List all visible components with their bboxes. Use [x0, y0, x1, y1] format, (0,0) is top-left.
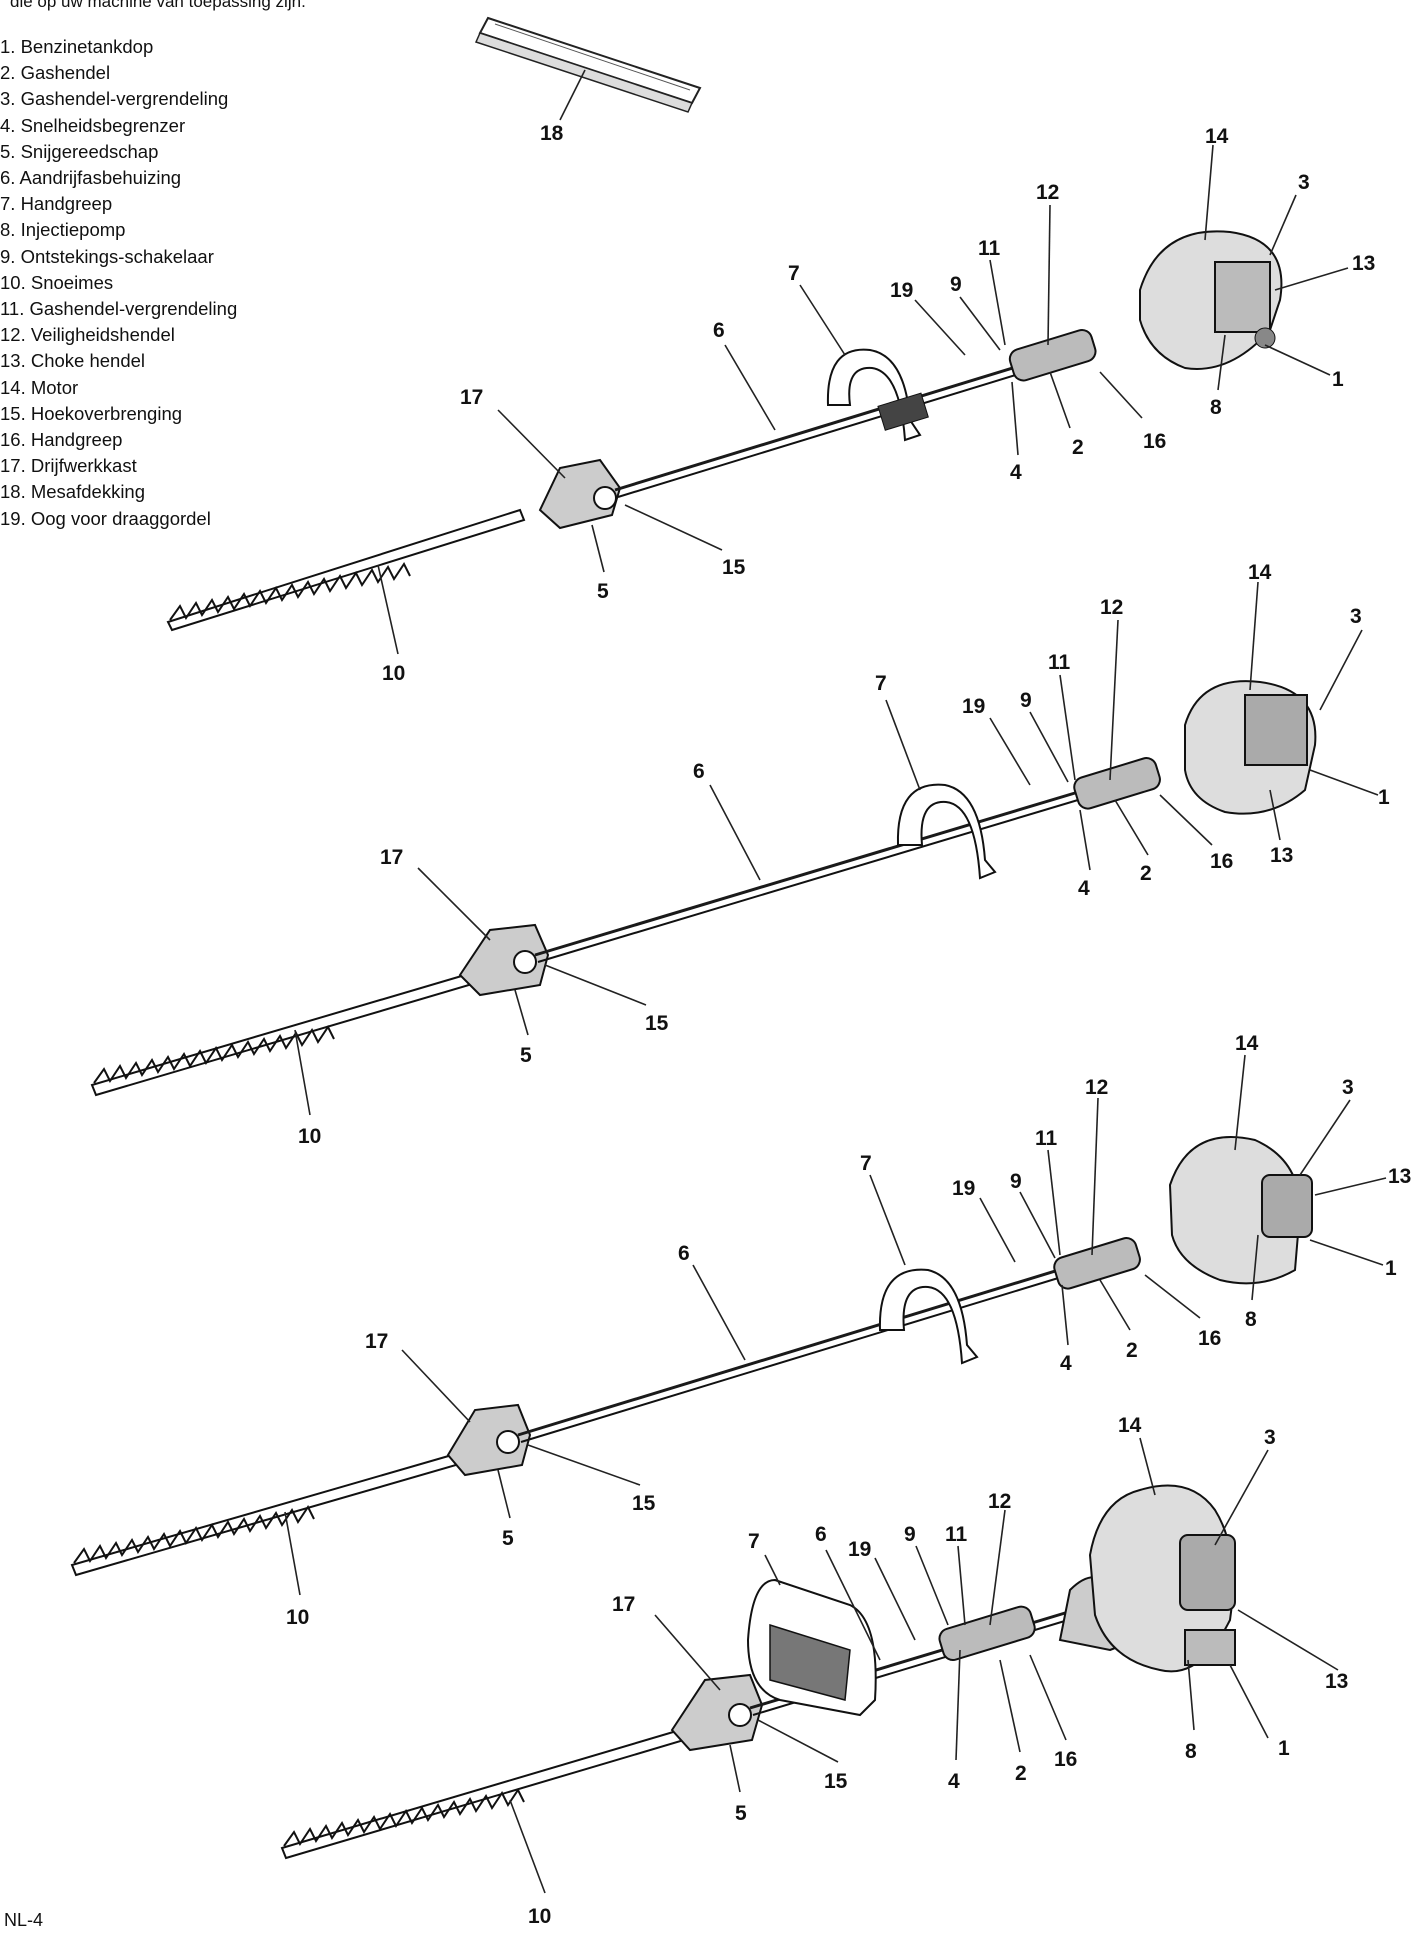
m2-callout-2: 2 — [1140, 862, 1152, 885]
m1-callout-9: 9 — [950, 273, 962, 296]
m3-callout-8: 8 — [1245, 1308, 1257, 1331]
m3-callout-7: 7 — [860, 1152, 872, 1175]
m4-callout-13: 13 — [1325, 1670, 1348, 1693]
intro-text: die op uw machine van toepassing zijn. — [10, 0, 306, 11]
m3-callout-19: 19 — [952, 1177, 975, 1200]
m1-callout-10: 10 — [382, 662, 405, 685]
m4-callout-14: 14 — [1118, 1414, 1142, 1437]
parts-list-item: 1. Benzinetankdop — [0, 36, 154, 57]
parts-list-item: 19. Oog voor draaggordel — [0, 507, 211, 529]
m2-callout-19: 19 — [962, 695, 985, 718]
m4-callout-2: 2 — [1015, 1762, 1027, 1785]
m3-callout-5: 5 — [502, 1527, 514, 1550]
m4-callout-10: 10 — [528, 1905, 551, 1928]
parts-list-item: 15. Hoekoverbrenging — [0, 402, 183, 424]
m4-callout-8: 8 — [1185, 1740, 1197, 1763]
m1-callout-8: 8 — [1210, 396, 1222, 419]
parts-list-item: 5. Snijgereedschap — [0, 140, 159, 162]
parts-list-item: 10. Snoeimes — [0, 271, 114, 293]
m2-callout-4: 4 — [1078, 877, 1090, 900]
m1-callout-16: 16 — [1143, 430, 1166, 453]
m4-callout-1: 1 — [1278, 1737, 1290, 1760]
m2-callout-11: 11 — [1048, 651, 1071, 674]
m3-callout-14: 14 — [1235, 1032, 1259, 1055]
parts-list-item: 3. Gashendel-vergrendeling — [0, 88, 229, 110]
m2-callout-14: 14 — [1248, 561, 1272, 584]
machine-4-illustration — [280, 1484, 1236, 1860]
m3-callout-12: 12 — [1085, 1076, 1108, 1099]
m1-callout-2: 2 — [1072, 436, 1084, 459]
m2-callout-15: 15 — [645, 1012, 669, 1035]
m4-callout-16: 16 — [1054, 1748, 1077, 1771]
m2-callout-3: 3 — [1350, 605, 1362, 628]
parts-list-item: 2. Gashendel — [0, 62, 111, 84]
parts-list-item: 16. Handgreep — [0, 429, 123, 451]
m3-callout-1: 1 — [1385, 1257, 1397, 1280]
parts-list-item: 9. Ontstekings-schakelaar — [0, 245, 214, 267]
parts-list-item: 13. Choke hendel — [0, 350, 146, 372]
m1-callout-3: 3 — [1298, 171, 1310, 194]
m4-callout-15: 15 — [824, 1770, 848, 1793]
m4-callout-3: 3 — [1264, 1426, 1276, 1449]
parts-list: 1. Benzinetankdop 2. Gashendel 3. Gashen… — [0, 34, 237, 532]
m4-callout-9: 9 — [904, 1523, 916, 1546]
blade-cover-illustration — [474, 16, 702, 113]
m3-callout-6: 6 — [678, 1242, 690, 1265]
m2-callout-5: 5 — [520, 1044, 532, 1067]
m1-callout-7: 7 — [788, 262, 800, 285]
m3-callout-16: 16 — [1198, 1327, 1221, 1350]
parts-list-item: 12. Veiligheidshendel — [0, 324, 175, 346]
m3-callout-11: 11 — [1035, 1127, 1058, 1150]
m2-callout-7: 7 — [875, 672, 887, 695]
m1-callout-14: 14 — [1205, 125, 1229, 148]
m1-callout-6: 6 — [713, 319, 725, 342]
m3-callout-13: 13 — [1388, 1165, 1411, 1188]
m4-callout-17: 17 — [612, 1593, 635, 1616]
m4-callout-12: 12 — [988, 1490, 1011, 1513]
parts-list-item: 7. Handgreep — [0, 193, 113, 215]
m2-callout-13: 13 — [1270, 844, 1293, 867]
m1-callout-15: 15 — [722, 556, 746, 579]
parts-list-item: 8. Injectiepomp — [0, 219, 126, 241]
m1-callout-5: 5 — [597, 580, 609, 603]
parts-list-item: 17. Drijfwerkkast — [0, 455, 137, 477]
m2-callout-1: 1 — [1378, 786, 1390, 809]
m2-callout-6: 6 — [693, 760, 705, 783]
m3-callout-3: 3 — [1342, 1076, 1354, 1099]
m4-callout-4: 4 — [948, 1770, 960, 1793]
m2-callout-9: 9 — [1020, 689, 1032, 712]
m1-callout-13: 13 — [1352, 252, 1375, 275]
m4-callout-5: 5 — [735, 1802, 747, 1825]
parts-list-item: 4. Snelheidsbegrenzer — [0, 114, 186, 136]
machine-2-illustration — [90, 680, 1317, 1097]
m4-callout-11: 11 — [945, 1523, 968, 1546]
m1-callout-11: 11 — [978, 237, 1001, 260]
page-number: NL-4 — [4, 1910, 44, 1930]
m2-callout-16: 16 — [1210, 850, 1233, 873]
m3-callout-2: 2 — [1126, 1339, 1138, 1362]
callout-18: 18 — [540, 122, 564, 145]
m3-callout-15: 15 — [632, 1492, 656, 1515]
m4-callout-19: 19 — [848, 1538, 871, 1561]
m3-callout-9: 9 — [1010, 1170, 1022, 1193]
m1-callout-19: 19 — [890, 279, 913, 302]
m1-callout-4: 4 — [1010, 461, 1022, 484]
parts-list-item: 11. Gashendel-vergrendeling — [0, 298, 238, 320]
m2-callout-12: 12 — [1100, 596, 1123, 619]
m1-callout-12: 12 — [1036, 181, 1059, 204]
parts-list-item: 18. Mesafdekking — [0, 481, 146, 503]
m4-callout-6: 6 — [815, 1523, 827, 1546]
m1-callout-1: 1 — [1332, 368, 1344, 391]
m1-callout-17: 17 — [460, 386, 483, 409]
parts-list-item: 14. Motor — [0, 376, 79, 398]
m3-callout-4: 4 — [1060, 1352, 1072, 1375]
m4-callout-7: 7 — [748, 1530, 760, 1553]
m3-callout-17: 17 — [365, 1330, 388, 1353]
m3-callout-10: 10 — [286, 1606, 309, 1629]
m2-callout-17: 17 — [380, 846, 403, 869]
m2-callout-10: 10 — [298, 1125, 321, 1148]
machine-1-illustration — [166, 230, 1283, 632]
parts-list-item: 6. Aandrijfasbehuizing — [0, 167, 182, 189]
